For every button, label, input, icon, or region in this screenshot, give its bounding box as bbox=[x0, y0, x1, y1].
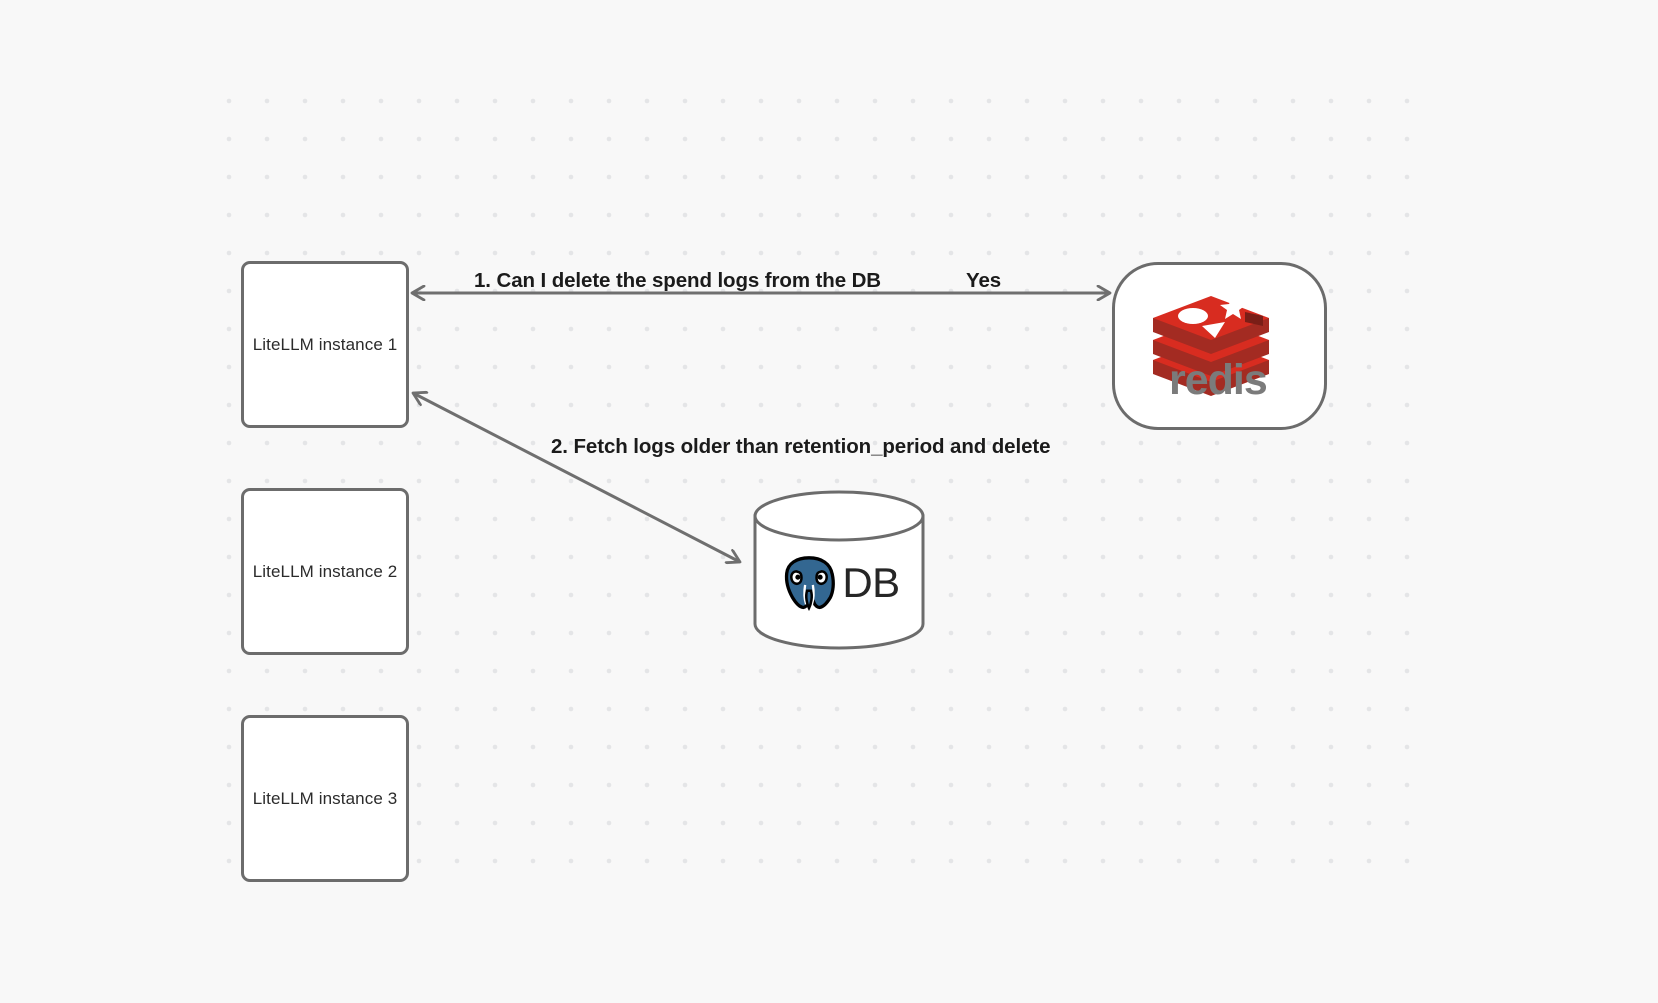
redis-logo-icon bbox=[1152, 296, 1269, 396]
node-litellm-instance-3-label: LiteLLM instance 3 bbox=[252, 788, 398, 808]
node-litellm-instance-3[interactable]: LiteLLM instance 3 bbox=[241, 715, 409, 882]
edge-label-1-answer: Yes bbox=[966, 269, 1002, 292]
edge-label-2: 2. Fetch logs older than retention_perio… bbox=[551, 435, 1051, 458]
node-db[interactable]: DB bbox=[752, 490, 926, 650]
db-label: DB bbox=[842, 559, 900, 606]
redis-wordmark: redis bbox=[1169, 356, 1268, 404]
edge-label-1: 1. Can I delete the spend logs from the … bbox=[474, 269, 882, 292]
node-litellm-instance-1[interactable]: LiteLLM instance 1 bbox=[241, 261, 409, 428]
node-litellm-instance-2-label: LiteLLM instance 2 bbox=[252, 561, 398, 581]
edge-litellm1-db bbox=[413, 393, 740, 562]
node-litellm-instance-2[interactable]: LiteLLM instance 2 bbox=[241, 488, 409, 655]
node-litellm-instance-1-label: LiteLLM instance 1 bbox=[252, 334, 398, 354]
database-cylinder-icon bbox=[753, 490, 925, 650]
postgresql-elephant-icon bbox=[785, 556, 836, 612]
node-redis[interactable]: redis bbox=[1112, 262, 1327, 430]
